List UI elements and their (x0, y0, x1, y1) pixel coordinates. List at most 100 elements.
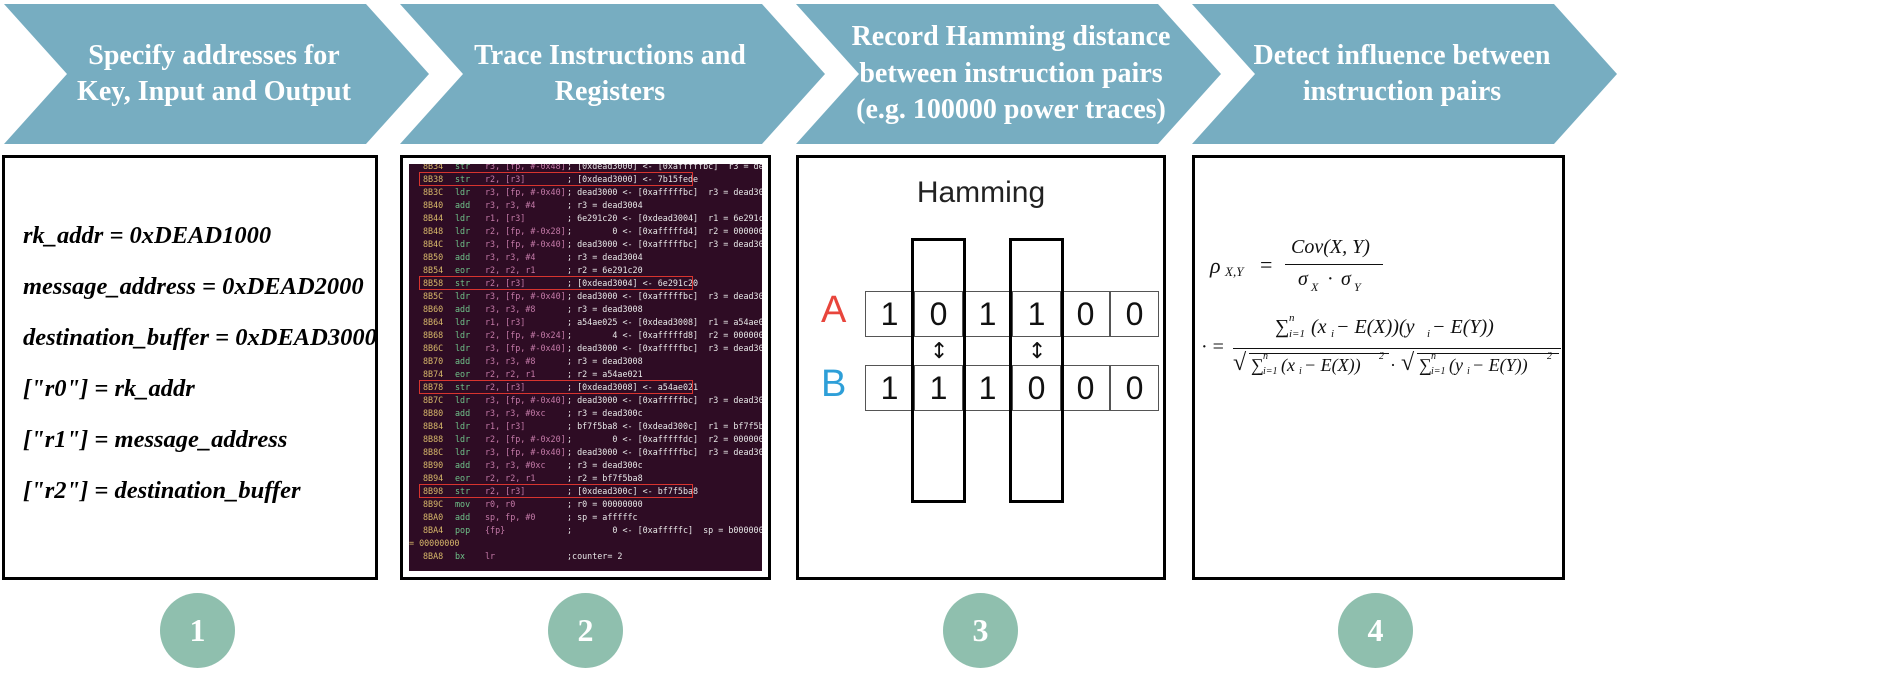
trace-address: 8BA4 (423, 525, 444, 535)
den-sum-2: ∑ (1419, 355, 1432, 375)
trace-operands: r3, [fp, #-0x48] (485, 164, 566, 171)
trace-address: 8B7C (423, 395, 444, 405)
trace-address: 8B84 (423, 421, 444, 431)
trace-opcode: ldr (455, 213, 471, 223)
den-sum-2-lower: i=1 (1431, 366, 1446, 377)
trace-comment: ; [0xdead3004] <- 6e291c20 (567, 278, 699, 288)
den-sum-1-upper: n (1263, 351, 1268, 362)
trace-opcode: str (455, 382, 471, 392)
trace-comment: ; dead3000 <- [0xafffffbc] r3 = dead3000 (567, 187, 762, 197)
panel-correlation: ρ X,Y = Cov(X, Y) σ X · σ Y · = ∑ n i=1 … (1192, 155, 1565, 580)
den-sum-1-lower: i=1 (1263, 366, 1278, 377)
trace-opcode: ldr (455, 317, 471, 327)
num-end: − E(Y)) (1432, 316, 1494, 338)
trace-comment: ; r3 = dead3008 (567, 304, 643, 314)
code-line-r2: ["r2"] = destination_buffer (23, 477, 301, 504)
trace-comment: ; r3 = dead3004 (567, 200, 643, 210)
bit-a-4: 0 (1061, 291, 1110, 337)
trace-opcode: add (455, 304, 471, 314)
trace-comment: ; [0xdead3000] <- 7b15fede (567, 174, 699, 184)
den-sum-1: ∑ (1251, 355, 1264, 375)
trace-opcode: ldr (455, 395, 471, 405)
trace-comment: ; r3 = dead3008 (567, 356, 643, 366)
trace-opcode: str (455, 164, 471, 171)
bit-b-1: 1 (914, 365, 963, 411)
trace-address: 8B54 (423, 265, 444, 275)
trace-address: 8B5C (423, 291, 444, 301)
sum-upper: n (1289, 312, 1295, 324)
trace-address: 8B40 (423, 200, 444, 210)
num-x-sub: i (1331, 328, 1335, 340)
equals-sign-2: · = (1201, 336, 1224, 358)
den-y: (y (1449, 355, 1463, 375)
trace-comment: ; r3 = dead300c (567, 460, 643, 470)
trace-operands: r2, [fp, #-0x28] (485, 226, 566, 236)
covariance-numerator: Cov(X, Y) (1291, 236, 1370, 258)
bit-flip-arrow: ↕ (930, 339, 949, 364)
trace-address: 8B44 (423, 213, 444, 223)
trace-address: 8B38 (423, 174, 444, 184)
step-3-number: 3 (943, 593, 1018, 668)
equals-sign: = (1260, 252, 1273, 277)
trace-opcode: str (455, 174, 471, 184)
trace-operands: r3, r3, #4 (485, 252, 536, 262)
bit-a-1: 0 (914, 291, 963, 337)
trace-operands: r3, r3, #0xc (485, 460, 546, 470)
trace-opcode: eor (455, 473, 471, 483)
trace-operands: r2, [fp, #-0x20] (485, 434, 566, 444)
trace-operands: r2, [fp, #-0x24] (485, 330, 566, 340)
trace-operands: {fp} (485, 525, 506, 535)
den-mid-2: − E(Y)) (1472, 355, 1528, 375)
trace-operands: r2, r2, r1 (485, 265, 536, 275)
trace-operands: r3, [fp, #-0x40] (485, 187, 566, 197)
fraction-bar-2 (1233, 348, 1561, 349)
trace-operands: r2, [r3] (485, 486, 526, 496)
trace-operands: r2, r2, r1 (485, 369, 536, 379)
highlighted-store-box (419, 276, 693, 290)
code-line-r1: ["r1"] = message_address (23, 426, 288, 453)
step-1-number: 1 (160, 593, 235, 668)
sqrt-2: √ (1401, 350, 1415, 376)
trace-comment: ; bf7f5ba8 <- [0xdead300c] r1 = bf7f5ba8 (567, 421, 762, 431)
dot-operator-2: · (1390, 355, 1396, 375)
trace-address: 8B3C (423, 187, 444, 197)
trace-comment: ; 0 <- [0xafffffc] sp = b0000000 (567, 525, 762, 535)
trace-address: 8B58 (423, 278, 444, 288)
step-4-chevron (1192, 4, 1617, 144)
trace-opcode: ldr (455, 187, 471, 197)
trace-operands: r1, [r3] (485, 317, 526, 327)
den-sum-2-upper: n (1431, 351, 1436, 362)
bit-a-3: 1 (1012, 291, 1061, 337)
step-2-number: 2 (548, 593, 623, 668)
step-4-number: 4 (1338, 593, 1413, 668)
trace-opcode: ldr (455, 434, 471, 444)
trace-operands: sp, fp, #0 (485, 512, 536, 522)
trace-comment: ; a54ae025 <- [0xdead3008] r1 = a54ae025 (567, 317, 762, 327)
trace-opcode: ldr (455, 447, 471, 457)
code-line-destination-buffer: destination_buffer = 0xDEAD3000 (23, 324, 377, 351)
trace-comment: ; [0xdead3000] <- [0xafffffbc] r3 = dead… (567, 164, 762, 171)
trace-operands: r2, [r3] (485, 382, 526, 392)
step-3-chevron (796, 4, 1221, 144)
trace-address: 8B80 (423, 408, 444, 418)
sqrt-bar-2 (1417, 353, 1559, 354)
trace-opcode: str (455, 486, 471, 496)
